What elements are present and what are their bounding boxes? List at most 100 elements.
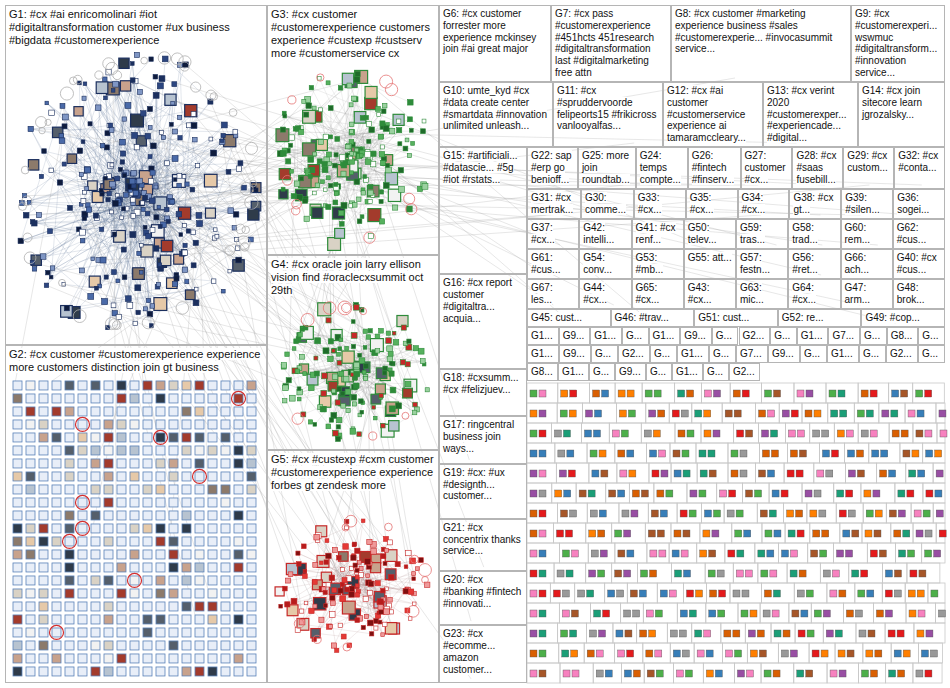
- vertex: [403, 388, 413, 398]
- isolate-vertex: [208, 498, 217, 507]
- vertex: [322, 167, 328, 173]
- vertex: [108, 123, 112, 127]
- group-cell: [762, 383, 794, 403]
- vertex: [901, 390, 908, 397]
- isolate-vertex: [78, 628, 87, 637]
- isolate-vertex: [234, 511, 243, 520]
- vertex: [727, 510, 734, 517]
- vertex: [331, 413, 337, 419]
- isolate-vertex: [182, 381, 191, 390]
- isolate-vertex: [195, 420, 204, 429]
- group-cell: [637, 623, 668, 643]
- vertex: [238, 161, 243, 166]
- group-cell: [615, 643, 643, 663]
- vertex-ring: [245, 196, 258, 209]
- vertex: [338, 86, 343, 91]
- vertex: [726, 650, 733, 657]
- vertex: [337, 387, 342, 392]
- vertex: [704, 390, 711, 397]
- vertex: [703, 530, 710, 537]
- vertex: [539, 530, 546, 537]
- vertex: [598, 530, 605, 537]
- isolate-vertex: [104, 537, 113, 546]
- vertex: [380, 423, 385, 428]
- isolate-vertex: [117, 394, 126, 403]
- isolate-vertex: [234, 537, 243, 546]
- vertex: [306, 103, 311, 108]
- vertex: [624, 670, 631, 677]
- vertex: [44, 283, 48, 287]
- group-cell: [859, 663, 886, 683]
- vertex: [646, 650, 653, 657]
- vertex-ring: [179, 56, 191, 68]
- isolate-vertex: [130, 498, 139, 507]
- isolate-vertex: [130, 576, 139, 585]
- isolate-vertex: [156, 628, 165, 637]
- isolate-vertex: [208, 446, 217, 455]
- isolate-vertex: [65, 472, 74, 481]
- vertex: [150, 227, 155, 232]
- group-cell: [922, 543, 945, 563]
- vertex: [615, 570, 622, 577]
- isolate-vertex: [143, 394, 152, 403]
- vertex: [661, 470, 668, 477]
- group-cell: [670, 443, 696, 463]
- isolate-vertex: [234, 550, 243, 559]
- vertex: [46, 270, 51, 275]
- vertex: [326, 152, 331, 157]
- vertex: [609, 490, 616, 497]
- vertex: [120, 139, 126, 145]
- vertex: [106, 198, 110, 202]
- vertex: [153, 246, 158, 251]
- isolate-vertex: [78, 563, 87, 572]
- group-cell: [863, 643, 891, 663]
- vertex-ring: [250, 180, 257, 187]
- group-cell: [701, 423, 734, 443]
- isolate-vertex: [91, 563, 100, 572]
- isolate-vertex: [26, 589, 35, 598]
- vertex: [857, 450, 864, 457]
- isolate-vertex: [143, 537, 152, 546]
- vertex-ring: [404, 193, 415, 204]
- vertex: [368, 233, 373, 238]
- vertex: [111, 231, 116, 236]
- group-cell: [906, 463, 933, 483]
- vertex: [619, 410, 626, 417]
- vertex: [324, 560, 328, 564]
- vertex: [84, 167, 90, 173]
- vertex: [557, 570, 564, 577]
- isolate-vertex: [65, 563, 74, 572]
- group-cell: [558, 503, 588, 523]
- isolate-vertex: [169, 498, 178, 507]
- vertex-ring: [22, 196, 32, 206]
- vertex: [297, 387, 301, 391]
- vertex: [866, 650, 873, 657]
- vertex: [659, 450, 666, 457]
- vertex: [599, 450, 606, 457]
- vertex: [104, 176, 108, 180]
- isolate-vertex: [221, 472, 230, 481]
- vertex: [150, 304, 155, 309]
- vertex: [822, 530, 829, 537]
- vertex: [345, 587, 350, 592]
- isolate-vertex: [117, 524, 126, 533]
- vertex: [914, 510, 921, 517]
- vertex: [367, 139, 371, 143]
- vertex: [411, 141, 415, 145]
- group-cell: [811, 603, 843, 623]
- group-cell: [809, 643, 835, 663]
- vertex: [359, 154, 363, 158]
- vertex: [764, 590, 771, 597]
- vertex: [304, 601, 308, 605]
- vertex: [110, 210, 114, 214]
- vertex: [831, 450, 838, 457]
- vertex: [713, 430, 720, 437]
- vertex: [28, 160, 38, 170]
- vertex: [171, 101, 175, 105]
- vertex: [388, 575, 394, 581]
- vertex: [326, 582, 331, 587]
- vertex: [729, 490, 736, 497]
- vertex: [412, 572, 416, 576]
- group-cell: [823, 623, 856, 643]
- vertex: [389, 371, 394, 376]
